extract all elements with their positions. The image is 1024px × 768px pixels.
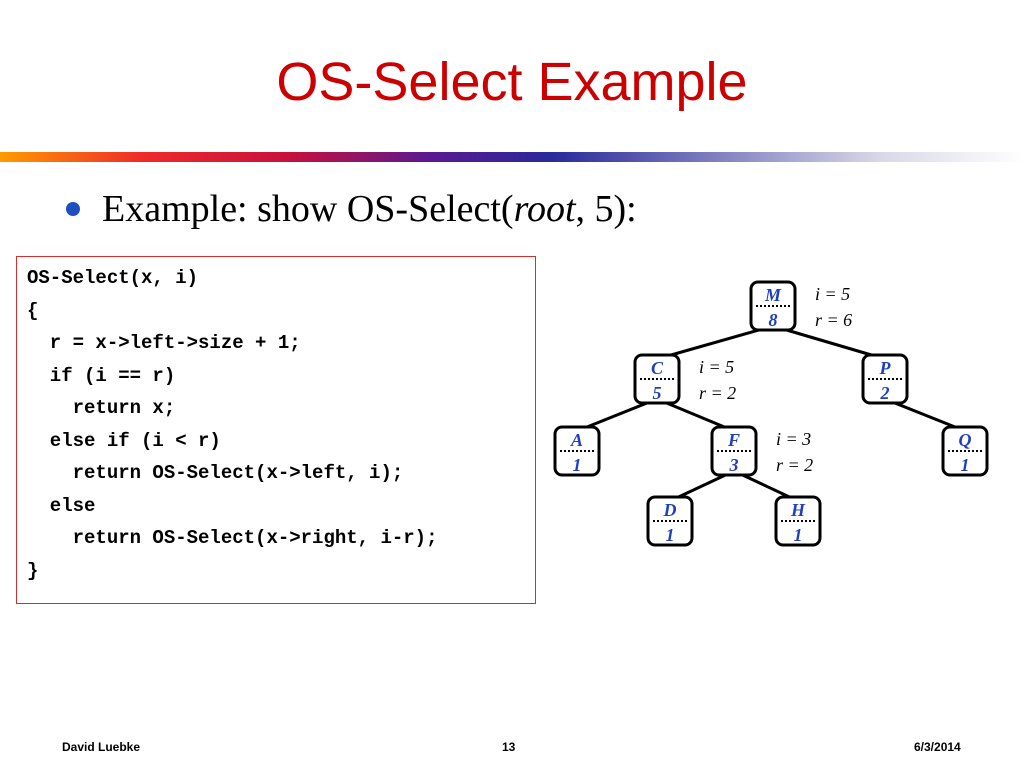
tree-node-size: 5 (653, 383, 662, 403)
code-line: else if (i < r) (27, 430, 221, 452)
tree-node-key: P (879, 358, 892, 378)
code-line: return OS-Select(x->right, i-r); (27, 527, 438, 549)
tree-node-key: M (764, 285, 782, 305)
tree-node-key: D (663, 500, 677, 520)
tree-node-size: 1 (961, 455, 970, 475)
tree-node-i-annotation: i = 5 (815, 284, 850, 304)
tree-node-C: C 5 i = 5 r = 2 (633, 353, 736, 405)
footer-author: David Luebke (62, 740, 141, 754)
tree-node-size: 8 (769, 310, 778, 330)
tree-node-size: 1 (794, 525, 803, 545)
tree-node-size: 2 (880, 383, 890, 403)
footer-date: 6/3/2014 (914, 740, 961, 754)
code-line: OS-Select(x, i) (27, 267, 199, 289)
slide-title: OS-Select Example (276, 52, 748, 112)
tree-node-r-annotation: r = 2 (776, 455, 813, 475)
tree-node-Q: Q1 (941, 425, 989, 477)
tree-node-r-annotation: r = 2 (699, 383, 736, 403)
tree-node-key: H (790, 500, 806, 520)
tree-node-key: F (727, 430, 740, 450)
bullet-text-italic: root (513, 188, 576, 230)
tree-node-size: 1 (666, 525, 675, 545)
code-line: return OS-Select(x->left, i); (27, 462, 404, 484)
tree-node-key: Q (959, 430, 972, 450)
tree-node-key: C (651, 358, 664, 378)
tree-edge-M-P (772, 324, 886, 361)
tree-node-i-annotation: i = 5 (699, 357, 734, 377)
tree-node-key: A (570, 430, 583, 450)
bullet-icon (66, 202, 80, 216)
bullet-text-prefix: Example: show OS-Select( (102, 188, 514, 230)
tree-node-r-annotation: r = 6 (815, 310, 852, 330)
tree-node-size: 1 (573, 455, 582, 475)
title-gradient-rule (0, 152, 1024, 162)
code-line: } (27, 560, 39, 582)
code-line: else (27, 495, 96, 517)
tree-node-M: M 8 i = 5 r = 6 (749, 280, 852, 332)
code-line: r = x->left->size + 1; (27, 332, 301, 354)
code-line: return x; (27, 397, 176, 419)
code-line: { (27, 300, 39, 322)
tree-node-D: D1 (646, 495, 694, 547)
tree-node-H: H1 (774, 495, 822, 547)
bullet-text: Example: show OS-Select(root, 5): (102, 187, 637, 231)
code-block: OS-Select(x, i){ r = x->left->size + 1; … (16, 256, 536, 604)
tree-node-i-annotation: i = 3 (776, 429, 811, 449)
bullet-text-suffix: , 5): (575, 188, 637, 230)
tree-node-P: P2 (861, 353, 909, 405)
tree-node-size: 3 (729, 455, 739, 475)
tree-edge-M-C (656, 324, 774, 361)
tree-node-F: F 3 i = 3 r = 2 (710, 425, 813, 477)
code-line: if (i == r) (27, 365, 176, 387)
bullet-item: Example: show OS-Select(root, 5): (66, 183, 637, 235)
tree-node-A: A1 (553, 425, 601, 477)
footer-page-number: 13 (502, 740, 516, 754)
